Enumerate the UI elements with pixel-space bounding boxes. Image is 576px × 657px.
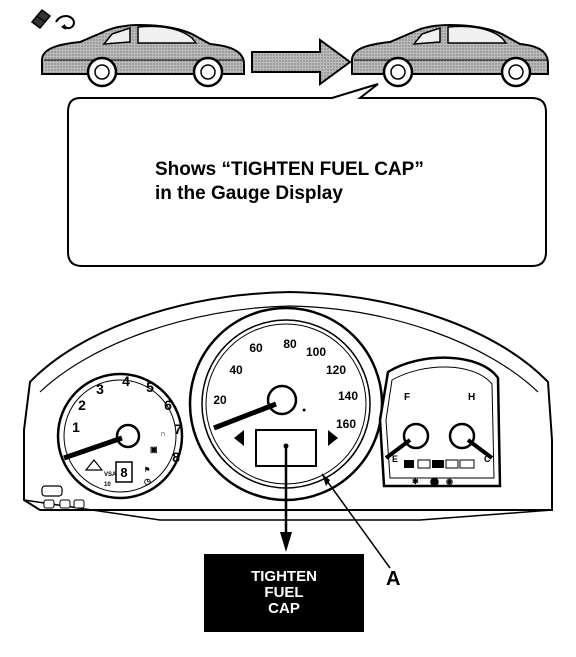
display-pointer-arrow <box>280 532 292 552</box>
speed-tick: 80 <box>283 337 297 351</box>
speedometer: ● 20 40 60 80 100 120 140 160 <box>188 306 384 502</box>
callout-line-1: Shows “TIGHTEN FUEL CAP” <box>155 159 424 180</box>
tachometer: 8 VSA 10 ⚑ ◷ ▣ ∩ 1 2 3 4 5 6 7 8 <box>56 372 184 500</box>
speed-tick: 40 <box>229 363 243 377</box>
display-line-1: TIGHTEN <box>251 568 317 585</box>
temp-hot-label: H <box>468 392 475 403</box>
display-line-2: FUEL <box>264 584 304 601</box>
svg-text:VSA: VSA <box>104 472 117 478</box>
callout-text: Shows “TIGHTEN FUEL CAP” in the Gauge Di… <box>155 158 535 206</box>
speed-tick: 100 <box>306 345 326 359</box>
display-line-3: CAP <box>268 600 300 617</box>
tach-tick: 4 <box>122 373 130 389</box>
label-a-leader <box>321 473 391 569</box>
gauge-display-message: TIGHTEN FUEL CAP <box>204 554 364 632</box>
right-arrow <box>251 38 352 86</box>
callout-box <box>67 83 547 267</box>
svg-text:●: ● <box>302 407 306 414</box>
tach-tick: 2 <box>78 397 86 413</box>
car-right <box>351 24 549 88</box>
svg-text:8: 8 <box>120 465 127 480</box>
fuel-cap-icon <box>30 8 76 30</box>
svg-text:⬤: ⬤ <box>430 477 439 487</box>
speed-tick: 120 <box>326 363 346 377</box>
tach-tick: 5 <box>146 379 154 395</box>
callout-line-2: in the Gauge Display <box>155 183 343 204</box>
cluster-buttons <box>41 485 85 509</box>
svg-text:∩: ∩ <box>160 429 166 438</box>
tach-tick: 3 <box>96 381 104 397</box>
speed-tick: 20 <box>213 393 227 407</box>
label-a: A <box>386 568 401 590</box>
temp-cold-label: C <box>484 454 491 464</box>
svg-text:⚑: ⚑ <box>144 466 150 474</box>
svg-text:◉: ◉ <box>446 477 453 486</box>
fuel-full-label: F <box>404 392 410 403</box>
tach-tick: 7 <box>174 421 182 437</box>
tach-tick: 1 <box>72 419 80 435</box>
tach-tick: 8 <box>172 449 180 465</box>
fuel-empty-label: E <box>392 454 398 464</box>
svg-text:10: 10 <box>104 482 111 488</box>
svg-text:✱: ✱ <box>412 477 419 486</box>
fuel-temp-gauges: F E H C ✱ ⬤ ◉ <box>378 356 502 488</box>
speed-tick: 60 <box>249 341 263 355</box>
svg-text:▣: ▣ <box>150 445 158 454</box>
car-left <box>41 24 245 88</box>
speed-tick: 160 <box>336 417 356 431</box>
tach-tick: 6 <box>164 397 172 413</box>
svg-text:◷: ◷ <box>144 477 151 486</box>
speed-tick: 140 <box>338 389 358 403</box>
